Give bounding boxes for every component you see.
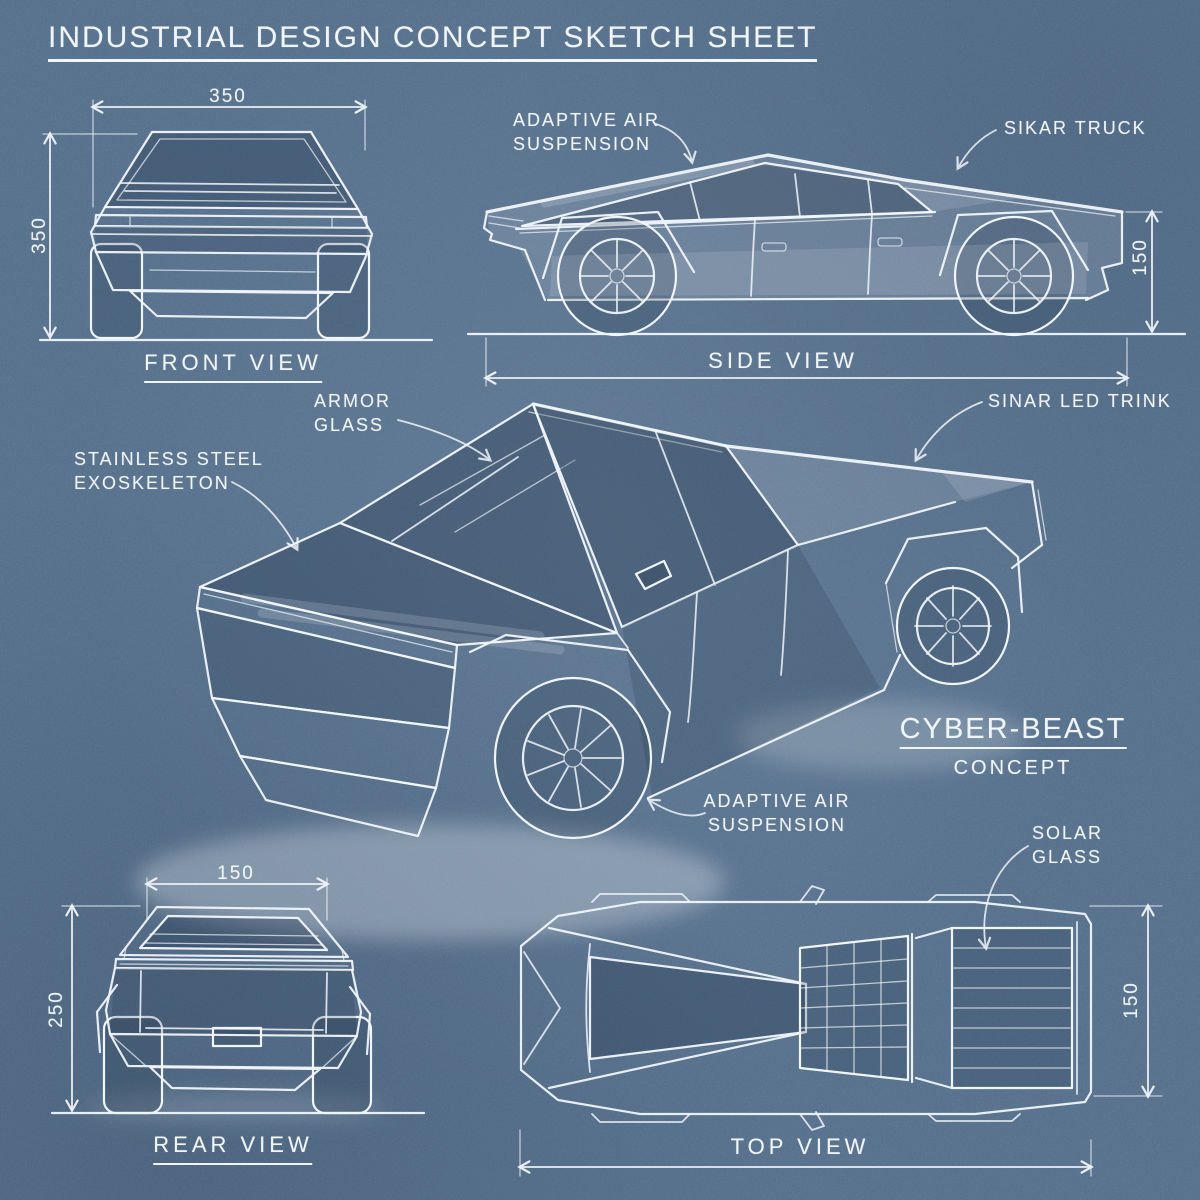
leader-arrow-air-suspension-side (655, 123, 697, 165)
front-width-dim: 350 (209, 85, 247, 109)
callout-air-suspension-side-line2: SUSPENSION (513, 134, 652, 154)
front-view-label: FRONT VIEW (144, 351, 322, 383)
callout-air-suspension-side-line1: ADAPTIVE AIR (513, 110, 661, 130)
rear-view-drawing (85, 905, 385, 1122)
callout-sikar-truck: SIKAR TRUCK (1004, 116, 1147, 140)
side-height-dim: 150 (1129, 238, 1153, 276)
concept-subtitle-text: CONCEPT (953, 757, 1073, 779)
callout-air-suspension-main: ADAPTIVE AIR SUSPENSION (703, 789, 850, 837)
side-front-wheel (556, 215, 678, 337)
callout-solar-glass: SOLAR GLASS (1032, 821, 1103, 869)
rear-height-dim: 250 (45, 990, 69, 1028)
callout-solar-glass-line2: GLASS (1032, 847, 1103, 867)
dimension-lines (38, 99, 1187, 1177)
rear-view-label-text: REAR VIEW (153, 1133, 313, 1165)
sheet-title: INDUSTRIAL DESIGN CONCEPT SKETCH SHEET (48, 21, 818, 62)
front-view-drawing (89, 130, 374, 340)
side-view-label-text: SIDE VIEW (708, 348, 858, 373)
rear-view-label: REAR VIEW (153, 1133, 313, 1165)
callout-armor-glass-line2: GLASS (314, 415, 385, 435)
sheet-title-text: INDUSTRIAL DESIGN CONCEPT SKETCH SHEET (48, 21, 818, 54)
callout-armor-glass-line1: ARMOR (314, 391, 391, 411)
side-view-label: SIDE VIEW (708, 349, 858, 373)
rear-width-dim-value: 150 (217, 863, 255, 884)
front-width-dim-value: 350 (209, 86, 247, 107)
main-rear-wheel (895, 566, 1011, 686)
callout-stainless-steel-line2: EXOSKELETON (74, 473, 230, 493)
concept-subtitle: CONCEPT (954, 756, 1073, 780)
leader-arrow-stainless-steel (231, 481, 299, 552)
top-view-drawing (519, 885, 1093, 1131)
concept-name-text: CYBER-BEAST (899, 715, 1127, 749)
main-view-drawing (135, 402, 1047, 940)
main-front-wheel (493, 676, 653, 840)
callout-solar-glass-line1: SOLAR (1032, 823, 1104, 843)
side-view-drawing (482, 153, 1124, 337)
callout-sinar-led: SINAR LED TRINK (988, 389, 1172, 413)
callout-stainless-steel: STAINLESS STEEL EXOSKELETON (74, 447, 264, 495)
callout-air-suspension-main-line1: ADAPTIVE AIR (703, 791, 851, 811)
leader-arrow-solar-glass (977, 845, 1029, 951)
side-height-dim-value: 150 (1130, 238, 1151, 276)
concept-name: CYBER-BEAST (899, 715, 1127, 749)
leader-arrows (231, 123, 1029, 951)
callout-sikar-truck-text: SIKAR TRUCK (1004, 118, 1147, 138)
callout-sinar-led-text: SINAR LED TRINK (988, 391, 1172, 411)
callout-armor-glass: ARMOR GLASS (314, 389, 391, 437)
front-height-dim-value: 350 (29, 216, 50, 254)
top-view-label-text: TOP VIEW (730, 1134, 870, 1159)
leader-arrow-sikar-truck (956, 129, 997, 171)
leader-arrow-armor-glass (397, 419, 493, 462)
callout-air-suspension-main-line2: SUSPENSION (707, 815, 847, 835)
front-height-dim: 350 (28, 216, 52, 254)
top-height-dim: 150 (1120, 981, 1144, 1019)
front-view-label-text: FRONT VIEW (144, 351, 322, 383)
leader-arrow-sinar-led (914, 401, 983, 463)
rear-width-dim: 150 (217, 862, 255, 886)
callout-stainless-steel-line1: STAINLESS STEEL (74, 449, 264, 469)
top-view-label: TOP VIEW (731, 1135, 870, 1159)
rear-height-dim-value: 250 (46, 990, 67, 1028)
leader-arrow-air-suspension-main (646, 798, 706, 817)
callout-air-suspension-side: ADAPTIVE AIR SUSPENSION (513, 108, 660, 156)
top-height-dim-value: 150 (1121, 981, 1142, 1019)
